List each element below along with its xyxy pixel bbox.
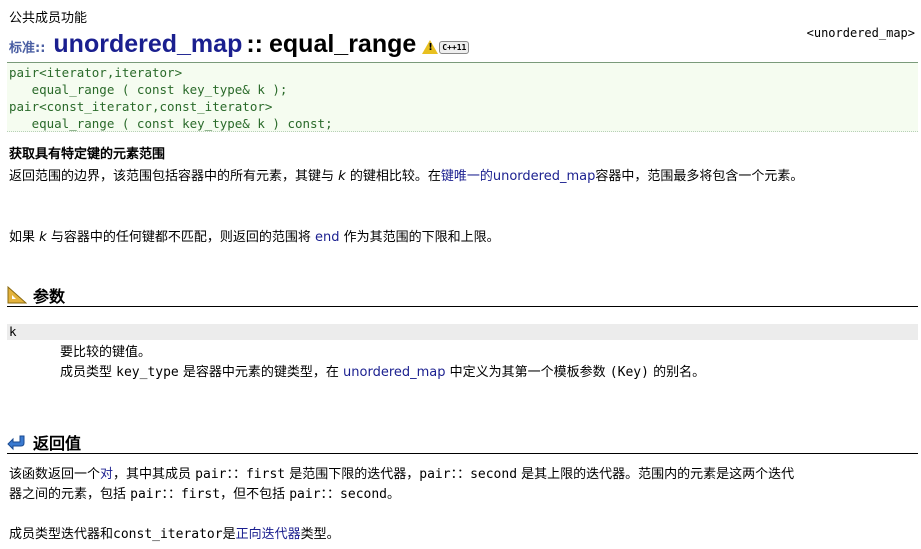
page-title: 标准:: unordered_map :: equal_range ! C++1… (9, 30, 470, 62)
function-name: equal_range (269, 30, 417, 58)
param-name-k: k (9, 324, 17, 339)
cxx11-tag: C++11 (439, 40, 470, 54)
cxx11-badge[interactable]: ! C++11 (422, 40, 470, 54)
title-divider (7, 62, 918, 63)
parameters-heading: 参数 (7, 284, 918, 307)
return-arrow-icon (7, 433, 27, 451)
prototype-line-3: pair<const_iterator,const_iterator> (9, 99, 273, 114)
prototype-line-4: equal_range ( const key_type& k ) const; (9, 116, 333, 131)
param-desc-2: 成员类型 key_type 是容器中元素的键类型，在 unordered_map… (60, 365, 706, 380)
return-paragraph-1: 该函数返回一个对，其中其成员 pair：：first 是范围下限的迭代器，pai… (9, 467, 795, 502)
summary-paragraph-1: 返回范围的边界，该范围包括容器中的所有元素，其键与 k 的键相比较。在键唯一的u… (9, 169, 804, 184)
end-keyword: end (314, 230, 340, 245)
ruler-triangle-icon (7, 286, 27, 304)
param-name-bar (7, 324, 918, 340)
return-value-heading: 返回值 (7, 431, 918, 454)
summary-title: 获取具有特定键的元素范围 (9, 147, 166, 162)
forward-iterator-link[interactable]: 正向迭代器 (235, 527, 301, 542)
category-label: 公共成员功能 (9, 11, 88, 26)
unordered-map-link[interactable]: unordered_map (343, 365, 446, 380)
namespace-link[interactable]: 标准:: (9, 41, 46, 56)
unique-key-link[interactable]: 键唯一的unordered_map (440, 169, 596, 184)
summary-paragraph-2: 如果 k 与容器中的任何键都不匹配，则返回的范围将 end 作为其范围的下限和上… (9, 230, 500, 245)
header-reference[interactable]: <unordered_map> (806, 26, 915, 40)
scope-separator: :: (246, 30, 263, 58)
prototype-line-1: pair<iterator,iterator> (9, 65, 183, 80)
return-paragraph-2: 成员类型迭代器和const_iterator是正向迭代器类型。 (9, 527, 340, 542)
pair-link[interactable]: 对 (100, 467, 114, 482)
warning-triangle-icon: ! (422, 40, 439, 54)
param-desc-1: 要比较的键值。 (60, 345, 152, 360)
class-name-link[interactable]: unordered_map (53, 30, 243, 58)
prototype-box: pair<iterator,iterator> equal_range ( co… (7, 63, 918, 132)
prototype-line-2: equal_range ( const key_type& k ); (9, 82, 288, 97)
